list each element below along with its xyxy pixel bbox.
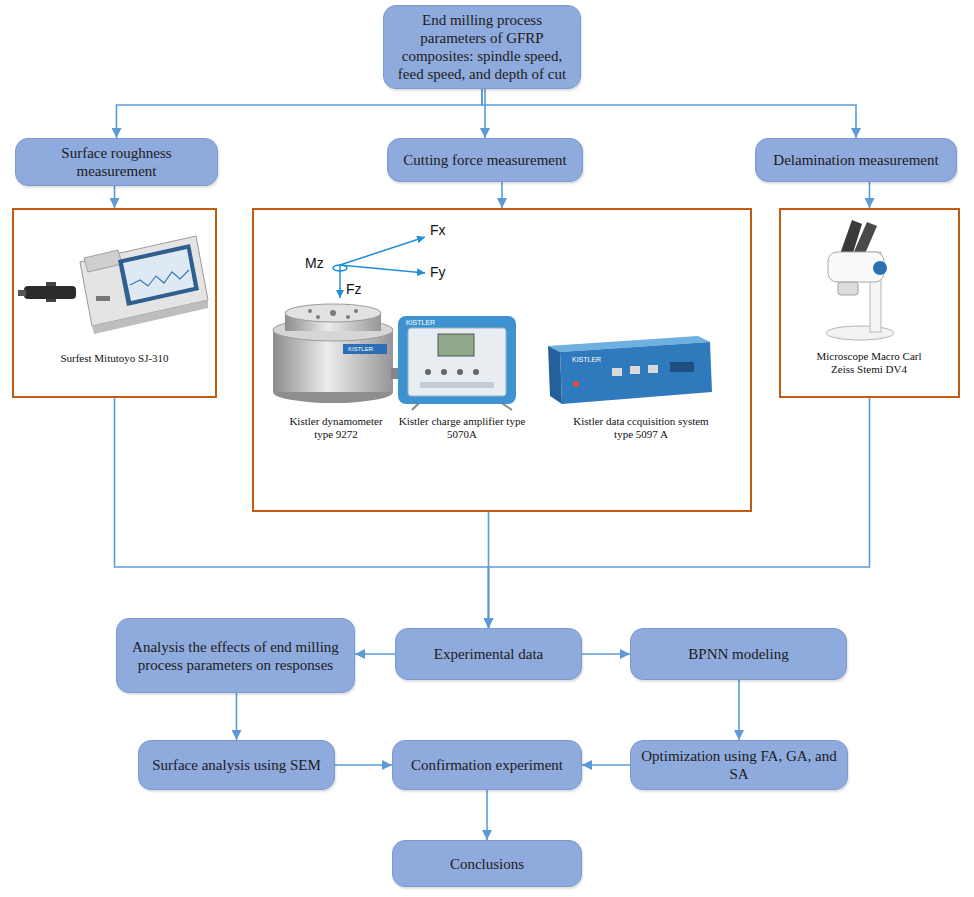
tester-base [92,300,208,334]
instrument-name: Kistler data ccquisition system type 509… [570,415,712,441]
process-box: BPNN modeling [630,628,847,680]
flow-arrow [482,89,856,138]
force-symbol: Fx [430,222,446,238]
process-box: Experimental data [395,628,582,680]
dyn-plate-top [285,304,381,322]
box-label: Analysis the effects of end milling proc… [125,638,346,674]
process-box: Delamination measurement [755,138,957,182]
dynamometer [273,304,405,403]
flow-arrow [355,653,395,655]
amp-display [438,334,474,356]
scope-base [826,326,894,340]
brand-mark: KISTLER [348,345,373,353]
instrument-frame: Surfest Mitutoyo SJ-310 [12,208,217,398]
amp-button [473,369,479,375]
instrument-name: Kistler dynamometer type 9272 [280,415,392,441]
flow-arrow [335,764,392,766]
scope-knob [873,261,887,275]
tester-screen [123,249,194,301]
amp-keypad [420,382,494,388]
amp-button [425,369,431,375]
box-label: Surface roughness measurement [24,144,209,180]
box-label: End milling process parameters of GFRP c… [392,11,572,83]
daq-port [612,368,622,376]
flow-arrow [738,680,740,740]
box-label: Experimental data [434,645,544,663]
flow-arrow [489,398,870,628]
daq-front [560,342,712,404]
dyn-hole [346,315,350,319]
box-label: Cutting force measurement [403,151,566,169]
flow-arrow [486,790,488,840]
dyn-hole [316,315,320,319]
box-label: Surface analysis using SEM [152,756,321,774]
probe-tip [18,290,26,296]
instrument-name: Surfest Mitutoyo SJ-310 [24,352,205,365]
probe-body [24,286,76,299]
tester-button [96,296,110,301]
box-label: BPNN modeling [688,645,788,663]
process-box: Surface roughness measurement [15,138,218,186]
dyn-hole [330,310,336,316]
process-box: Confirmation experiment [392,740,582,790]
daq-led [573,381,579,387]
flow-arrow [114,186,116,208]
force-symbol: Fy [430,264,446,280]
tester-printer [84,250,122,272]
amp-button [441,369,447,375]
brand-mark: KISTLER [572,355,601,364]
process-box: Surface analysis using SEM [138,740,335,790]
instrument-frame: Kistler dynamometer type 9272Kistler cha… [252,208,752,512]
instrument-name: Microscope Macro Carl Zeiss Stemi DV4 [813,350,925,376]
daq-socket [670,362,694,372]
process-box: End milling process parameters of GFRP c… [383,5,581,89]
flow-arrow [236,693,238,740]
instrument-frame: Microscope Macro Carl Zeiss Stemi DV4 [779,208,960,398]
flow-arrow [869,182,871,208]
daq-side [548,346,562,404]
process-box: Analysis the effects of end milling proc… [116,618,355,693]
daq-port [630,366,640,374]
amp-panel [408,328,506,396]
dyn-hole [354,309,358,313]
tester-trace [130,270,189,286]
axis-fy [340,265,425,273]
flow-arrow [501,182,503,208]
amp-button [457,369,463,375]
box-label: Delamination measurement [773,151,938,169]
instrument-name: Kistler charge amplifier type 5070A [398,415,526,441]
flow-arrow [582,653,630,655]
daq-port [648,365,658,373]
scope-objective [838,282,858,295]
tester-screen-frame [118,244,199,306]
flow-arrow [582,764,630,766]
axis-fx [340,237,425,265]
force-axes [333,237,425,298]
flow-arrow [117,89,483,138]
roughness-tester [18,236,208,334]
stereo-microscope [826,220,894,340]
dyn-hole [308,309,312,313]
process-box: Optimization using FA, GA, and SA [630,740,848,790]
data-acquisition-box [548,336,712,404]
force-symbol: Fz [346,281,362,297]
amp-frame [398,316,516,404]
tester-body [80,236,208,326]
axis-fz [339,265,341,298]
box-label: Conclusions [450,855,524,873]
flow-arrow [115,398,489,628]
moment-symbol: Mz [305,255,324,271]
charge-amplifier [398,316,516,410]
box-label: Confirmation experiment [411,756,563,774]
process-box: Conclusions [392,840,582,887]
moment-ring [333,265,347,271]
scope-eyepiece [853,222,877,256]
dyn-sticker [343,344,387,354]
process-box: Cutting force measurement [387,138,583,182]
brand-mark: KISTLER [406,318,435,327]
flow-arrow [484,89,486,138]
box-label: Optimization using FA, GA, and SA [639,747,839,783]
